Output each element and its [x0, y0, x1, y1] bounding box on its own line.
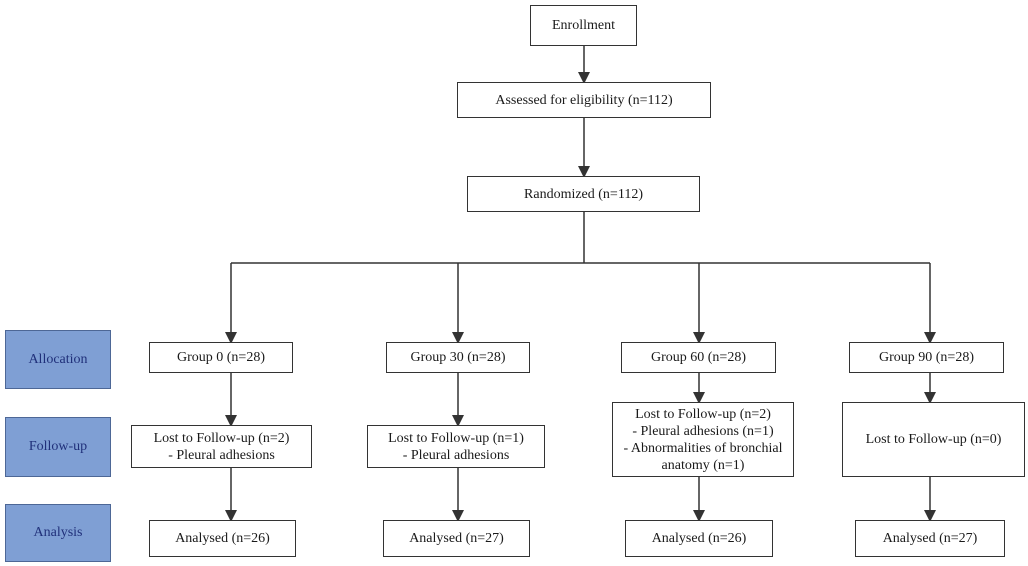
- group0-followup-heading: Lost to Follow-up (n=2): [153, 430, 290, 446]
- enrollment-label: Enrollment: [552, 18, 615, 33]
- enrollment-box: Enrollment: [530, 5, 637, 46]
- stage-allocation-label: Allocation: [28, 351, 88, 367]
- group60-followup-heading: Lost to Follow-up (n=2): [635, 406, 771, 422]
- group60-allocation-label: Group 60 (n=28): [651, 350, 746, 365]
- group30-allocation-label: Group 30 (n=28): [410, 350, 506, 365]
- group60-analysis-box: Analysed (n=26): [625, 520, 773, 557]
- stage-followup-label: Follow-up: [28, 439, 88, 454]
- group0-followup-reason: - Pleural adhesions: [168, 447, 275, 463]
- assessed-eligibility-label: Assessed for eligibility (n=112): [495, 92, 673, 108]
- group60-followup-reason-2: - Abnormalities of bronchial: [623, 440, 783, 456]
- group60-followup-reason-3: anatomy (n=1): [661, 457, 745, 473]
- stage-allocation: Allocation: [5, 330, 111, 389]
- group60-allocation-box: Group 60 (n=28): [621, 342, 776, 373]
- group0-analysis-label: Analysed (n=26): [175, 531, 270, 546]
- group0-analysis-box: Analysed (n=26): [149, 520, 296, 557]
- group60-analysis-label: Analysed (n=26): [651, 531, 747, 546]
- group90-analysis-box: Analysed (n=27): [855, 520, 1005, 557]
- group0-allocation-label: Group 0 (n=28): [177, 350, 265, 365]
- stage-followup: Follow-up: [5, 417, 111, 477]
- group30-allocation-box: Group 30 (n=28): [386, 342, 530, 373]
- group30-followup-reason: - Pleural adhesions: [402, 447, 510, 463]
- group0-followup-box: Lost to Follow-up (n=2) - Pleural adhesi…: [131, 425, 312, 468]
- randomized-label: Randomized (n=112): [524, 186, 643, 202]
- group30-analysis-label: Analysed (n=27): [409, 531, 504, 546]
- group90-analysis-label: Analysed (n=27): [882, 531, 978, 546]
- group30-followup-heading: Lost to Follow-up (n=1): [388, 430, 524, 446]
- group60-followup-box: Lost to Follow-up (n=2) - Pleural adhesi…: [612, 402, 794, 477]
- stage-analysis: Analysis: [5, 504, 111, 562]
- group30-followup-box: Lost to Follow-up (n=1) - Pleural adhesi…: [367, 425, 545, 468]
- stage-analysis-label: Analysis: [33, 525, 83, 540]
- assessed-eligibility-box: Assessed for eligibility (n=112): [457, 82, 711, 118]
- group90-followup-box: Lost to Follow-up (n=0): [842, 402, 1025, 477]
- group30-analysis-box: Analysed (n=27): [383, 520, 530, 557]
- group60-followup-reason-1: - Pleural adhesions (n=1): [632, 423, 774, 439]
- group90-allocation-box: Group 90 (n=28): [849, 342, 1004, 373]
- group0-allocation-box: Group 0 (n=28): [149, 342, 293, 373]
- group90-allocation-label: Group 90 (n=28): [879, 350, 974, 365]
- group90-followup-heading: Lost to Follow-up (n=0): [865, 432, 1002, 447]
- randomized-box: Randomized (n=112): [467, 176, 700, 212]
